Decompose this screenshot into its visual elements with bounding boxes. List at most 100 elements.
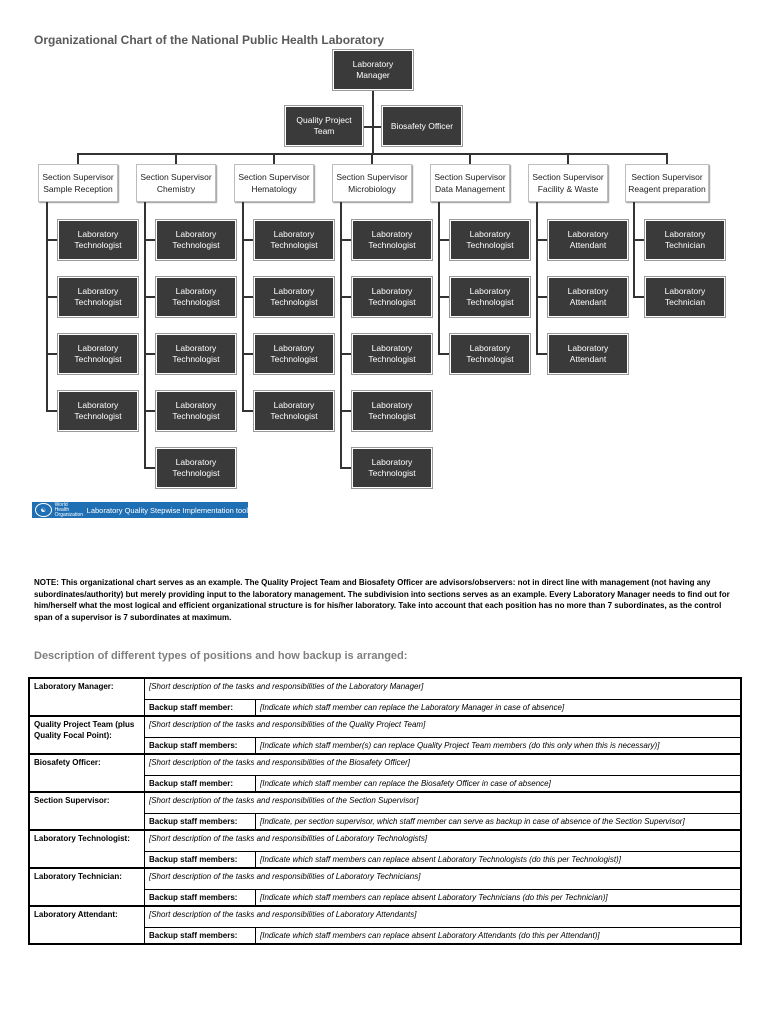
branch-tick-line [242,239,254,241]
position-description[interactable]: [Short description of the tasks and resp… [144,905,742,928]
backup-label: Backup staff members: [144,737,256,755]
backup-value[interactable]: [Indicate which staff members can replac… [255,927,742,945]
table-row: Backup staff member:[Indicate which staf… [29,699,742,717]
branch-line [438,202,440,355]
branch-tick-line [144,296,156,298]
staff-box-tech: Laboratory Technologist [254,220,334,260]
page-title: Organizational Chart of the National Pub… [34,33,385,47]
backup-value[interactable]: [Indicate which staff member can replace… [255,775,742,793]
backup-value[interactable]: [Indicate which staff members can replac… [255,851,742,869]
position-role: Biosafety Officer: [28,753,145,793]
branch-tick-line [242,296,254,298]
backup-label: Backup staff members: [144,927,256,945]
supervisor-drop-line [567,153,569,164]
supervisor-drop-line [371,153,373,164]
backup-value[interactable]: [Indicate which staff member can replace… [255,699,742,717]
staff-box-tech: Laboratory Technologist [156,220,236,260]
table-row: Laboratory Technician:[Short description… [28,867,742,907]
branch-line [633,202,635,298]
staff-box-tech: Laboratory Technologist [352,391,432,431]
position-role: Laboratory Manager: [28,677,145,717]
table-row: Backup staff members:[Indicate which sta… [29,851,742,869]
supervisor-box: Section Supervisor Hematology [234,164,314,202]
branch-tick-line [144,239,156,241]
backup-label: Backup staff members: [144,851,256,869]
branch-tick-line [340,239,352,241]
backup-value[interactable]: [Indicate which staff members can replac… [255,889,742,907]
branch-line [340,202,342,469]
table-row: Laboratory Manager:[Short description of… [28,677,742,717]
backup-label: Backup staff member: [144,775,256,793]
branch-tick-line [536,239,548,241]
staff-box-tech: Laboratory Technologist [58,220,138,260]
supervisor-box: Section Supervisor Data Management [430,164,510,202]
position-role: Quality Project Team (plus Quality Focal… [28,715,145,755]
branch-line [536,202,538,355]
branch-tick-line [536,296,548,298]
branch-line [46,202,48,412]
staff-box-tech: Laboratory Technologist [450,277,530,317]
staff-box-tech: Laboratory Technologist [254,391,334,431]
manager-trunk-line [372,90,374,154]
branch-tick-line [340,467,352,469]
branch-tick-line [144,467,156,469]
backup-label: Backup staff members: [144,813,256,831]
staff-box-attendant: Laboratory Attendant [548,220,628,260]
positions-table: Laboratory Manager:[Short description of… [28,677,742,945]
note-text: NOTE: This organizational chart serves a… [34,578,730,622]
position-role: Laboratory Technologist: [28,829,145,869]
position-description[interactable]: [Short description of the tasks and resp… [144,829,742,852]
branch-tick-line [438,353,450,355]
backup-value[interactable]: [Indicate, per section supervisor, which… [255,813,742,831]
staff-box-tech: Laboratory Technologist [58,277,138,317]
table-row: Section Supervisor:[Short description of… [28,791,742,831]
supervisor-drop-line [175,153,177,164]
supervisor-box: Section Supervisor Facility & Waste [528,164,608,202]
manager-box: Laboratory Manager [333,50,413,90]
staff-box-tech: Laboratory Technologist [58,334,138,374]
table-row: Biosafety Officer:[Short description of … [28,753,742,793]
supervisor-drop-line [273,153,275,164]
position-role: Section Supervisor: [28,791,145,831]
staff-box-tech: Laboratory Technologist [450,334,530,374]
branch-tick-line [536,353,548,355]
backup-label: Backup staff member: [144,699,256,717]
staff-box-attendant: Laboratory Attendant [548,277,628,317]
supervisor-box: Section Supervisor Microbiology [332,164,412,202]
table-row: Laboratory Technologist:[Short descripti… [28,829,742,869]
who-banner: ☯ World Health Organization Laboratory Q… [32,502,248,518]
position-description[interactable]: [Short description of the tasks and resp… [144,677,742,700]
supervisor-drop-line [666,153,668,164]
staff-box-tech: Laboratory Technologist [254,334,334,374]
table-row: Backup staff members:[Indicate which sta… [29,927,742,945]
quality-project-team-box: Quality Project Team [285,106,363,146]
branch-tick-line [144,353,156,355]
branch-tick-line [633,296,645,298]
staff-box-tech: Laboratory Technologist [352,277,432,317]
positions-title: Description of different types of positi… [34,650,408,662]
position-description[interactable]: [Short description of the tasks and resp… [144,715,742,738]
branch-tick-line [46,410,58,412]
position-description[interactable]: [Short description of the tasks and resp… [144,791,742,814]
table-row: Quality Project Team (plus Quality Focal… [28,715,742,755]
staff-box-attendant: Laboratory Attendant [548,334,628,374]
backup-value[interactable]: [Indicate which staff member(s) can repl… [255,737,742,755]
staff-box-tech: Laboratory Technologist [156,334,236,374]
branch-line [242,202,244,412]
branch-line [144,202,146,469]
branch-tick-line [46,353,58,355]
position-description[interactable]: [Short description of the tasks and resp… [144,753,742,776]
advisor-line [354,126,392,128]
staff-box-tech: Laboratory Technologist [450,220,530,260]
who-tool-name: Laboratory Quality Stepwise Implementati… [86,505,248,515]
position-role: Laboratory Attendant: [28,905,145,945]
supervisor-box: Section Supervisor Reagent preparation [625,164,709,202]
staff-box-tech: Laboratory Technologist [156,448,236,488]
biosafety-officer-box: Biosafety Officer [382,106,462,146]
staff-box-tech: Laboratory Technologist [352,334,432,374]
staff-box-tech: Laboratory Technologist [254,277,334,317]
backup-label: Backup staff members: [144,889,256,907]
table-row: Laboratory Attendant:[Short description … [28,905,742,945]
position-description[interactable]: [Short description of the tasks and resp… [144,867,742,890]
position-role: Laboratory Technician: [28,867,145,907]
